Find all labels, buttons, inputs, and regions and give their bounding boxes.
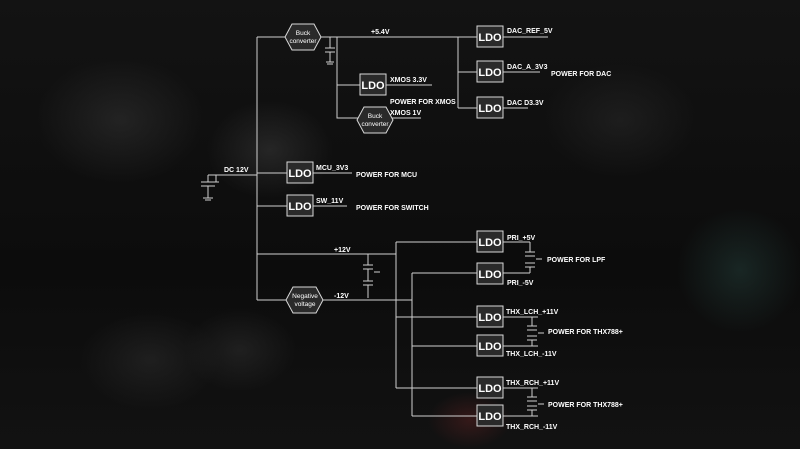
ldo-thx-rch-plus: LDO: [476, 376, 504, 399]
ldo-thx-rch-minus: LDO: [476, 404, 504, 427]
svg-text:LDO: LDO: [288, 168, 312, 180]
svg-text:LDO: LDO: [478, 312, 502, 324]
out-sw: SW_11V: [316, 198, 344, 205]
svg-text:LDO: LDO: [478, 411, 502, 423]
svg-text:LDO: LDO: [288, 201, 312, 213]
svg-text:voltage: voltage: [295, 301, 316, 308]
ldo-pri-minus: LDO: [476, 262, 504, 285]
svg-text:LDO: LDO: [478, 32, 502, 44]
rail-label-plus12: +12V: [334, 247, 351, 254]
out-mcu: MCU_3V3: [316, 165, 348, 172]
svg-text:converter: converter: [289, 38, 317, 45]
svg-text:LDO: LDO: [478, 237, 502, 249]
out-pri-minus: PRI_-5V: [507, 280, 534, 287]
out-xmos1v: XMOS 1V: [390, 110, 421, 117]
ldo-dac-a: LDO: [476, 60, 504, 83]
svg-text:Buck: Buck: [296, 30, 311, 37]
power-for-switch: POWER FOR SWITCH: [356, 205, 429, 212]
ldo-xmos: LDO: [359, 73, 387, 96]
negative-voltage-converter: Negative voltage: [285, 286, 324, 314]
out-dac-ref: DAC_REF_5V: [507, 28, 553, 35]
out-thx-rch-minus: THX_RCH_-11V: [506, 424, 558, 431]
svg-text:LDO: LDO: [478, 67, 502, 79]
svg-text:LDO: LDO: [361, 80, 385, 92]
out-xmos33: XMOS 3.3V: [390, 77, 427, 84]
out-thx-lch-minus: THX_LCH_-11V: [506, 351, 557, 358]
out-thx-rch-plus: THX_RCH_+11V: [506, 380, 559, 387]
ldo-sw: LDO: [286, 194, 314, 217]
dc-input-label: DC 12V: [224, 167, 249, 174]
power-for-mcu: POWER FOR MCU: [356, 172, 417, 179]
buck-converter-top: Buck converter: [284, 23, 322, 51]
svg-text:LDO: LDO: [478, 269, 502, 281]
wiring: [201, 36, 548, 417]
svg-text:Negative: Negative: [292, 293, 318, 300]
power-for-dac: POWER FOR DAC: [551, 71, 611, 78]
ldo-mcu: LDO: [286, 161, 314, 184]
rail-label-minus12: -12V: [334, 293, 349, 300]
power-for-lpf: POWER FOR LPF: [547, 257, 606, 264]
ldo-dac-ref: LDO: [476, 25, 504, 48]
svg-text:LDO: LDO: [478, 103, 502, 115]
ldo-dac-d: LDO: [476, 96, 504, 119]
svg-text:converter: converter: [361, 121, 389, 128]
ldo-pri-plus: LDO: [476, 230, 504, 253]
out-thx-lch-plus: THX_LCH_+11V: [506, 309, 559, 316]
ldo-thx-lch-plus: LDO: [476, 305, 504, 328]
out-pri-plus: PRI_+5V: [507, 235, 536, 242]
out-dac-a: DAC_A_3V3: [507, 64, 548, 71]
power-for-thx-rch: POWER FOR THX788+: [548, 402, 623, 409]
buck-converter-xmos: Buck converter: [356, 106, 394, 134]
svg-text:Buck: Buck: [368, 113, 383, 120]
power-for-thx-lch: POWER FOR THX788+: [548, 329, 623, 336]
svg-text:LDO: LDO: [478, 383, 502, 395]
svg-text:LDO: LDO: [478, 341, 502, 353]
rail-label-5v4: +5.4V: [371, 29, 390, 36]
power-for-xmos: POWER FOR XMOS: [390, 99, 456, 106]
out-dac-d: DAC D3.3V: [507, 100, 544, 107]
ldo-thx-lch-minus: LDO: [476, 334, 504, 357]
